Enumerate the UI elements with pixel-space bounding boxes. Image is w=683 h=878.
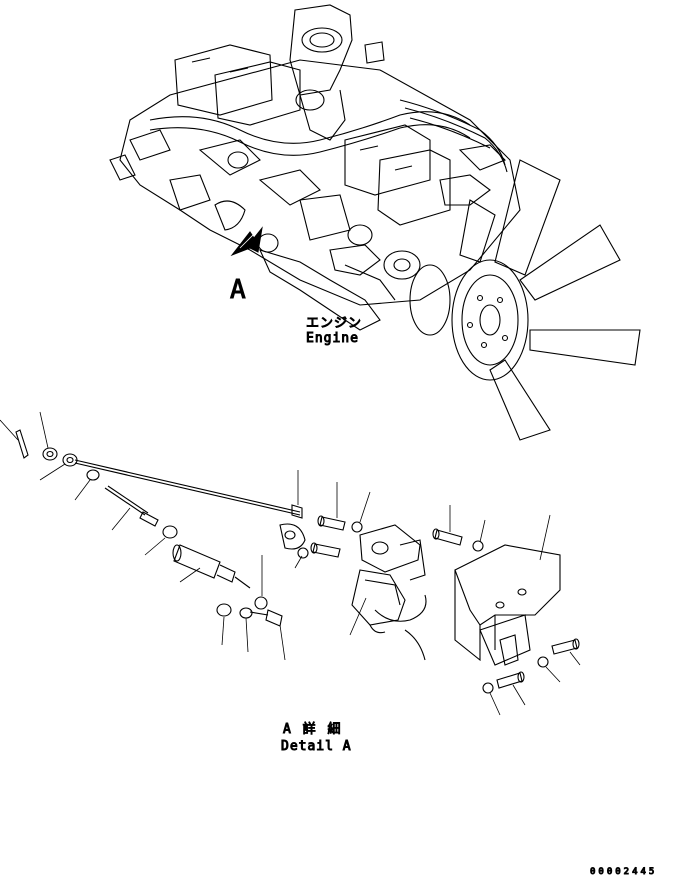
washer (538, 657, 548, 667)
washer (63, 454, 77, 466)
bolt (313, 544, 340, 557)
throttle-cable (75, 460, 300, 512)
nut (87, 470, 99, 480)
bolt (320, 517, 345, 530)
detail-label-jp: A 詳 細 (283, 721, 342, 737)
nut (163, 526, 177, 538)
drawing-number: 00002445 (590, 867, 657, 877)
view-arrow (232, 228, 262, 255)
engine-assembly (110, 5, 520, 335)
turnbuckle (174, 545, 220, 578)
bolt (552, 640, 577, 654)
washer (473, 541, 483, 551)
nut (217, 604, 231, 616)
leader-lines (0, 412, 580, 715)
fan-blade (520, 225, 620, 300)
washer (352, 522, 362, 532)
fan-blade (530, 330, 640, 365)
fan-hub (452, 260, 528, 380)
nut (255, 597, 267, 609)
washer (483, 683, 493, 693)
washer (298, 548, 308, 558)
fan-blade (495, 160, 560, 275)
cooling-fan (452, 160, 640, 440)
washer (240, 608, 252, 618)
view-letter: A (230, 275, 246, 305)
detail-label-en: Detail A (281, 739, 352, 754)
detail-a-parts (16, 430, 579, 693)
engine-label-jp: エンジン (306, 316, 362, 331)
fan-blade (490, 360, 550, 440)
governor-lever (360, 525, 420, 572)
bolt (435, 530, 462, 545)
bolt (266, 610, 282, 626)
engine-label-en: Engine (306, 331, 359, 346)
clevis (292, 505, 302, 518)
fan-blade (460, 200, 495, 262)
nut (43, 448, 57, 460)
bolt (497, 673, 522, 688)
rod (105, 488, 145, 515)
bracket (455, 545, 560, 625)
